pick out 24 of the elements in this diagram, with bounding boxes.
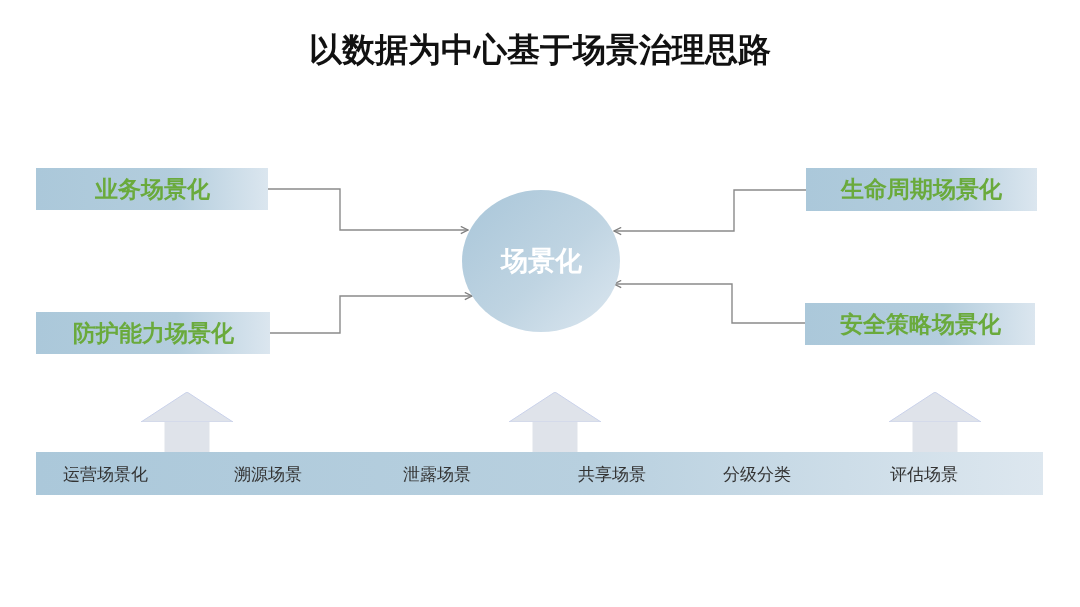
node-label: 防护能力场景化 [72,318,234,348]
title: 以数据为中心基于场景治理思路 [308,29,772,71]
node-label: 业务场景化 [94,174,210,204]
arrow [267,188,469,235]
block-arrow [888,391,982,452]
scenario-label: 泄露场景 [403,462,471,485]
scenario-label: 评估场景 [890,462,958,485]
node-label: 场景化 [500,244,582,278]
scenario-label: 溯源场景 [234,462,302,485]
process-box [36,312,270,354]
block-arrow [508,391,602,452]
scenario-band [36,452,1043,495]
scenario-label: 运营场景化 [62,462,148,485]
block-arrow [140,391,234,452]
scenario-label: 分级分类 [723,462,791,485]
arrow [269,291,473,334]
process-box [806,168,1037,211]
node-label: 安全策略场景化 [839,309,1001,339]
scenario-label: 共享场景 [578,462,646,485]
arrow [613,279,806,324]
process-box [805,303,1035,345]
arrow [613,189,807,236]
process-box [36,168,268,210]
node-label: 生命周期场景化 [841,175,1002,204]
